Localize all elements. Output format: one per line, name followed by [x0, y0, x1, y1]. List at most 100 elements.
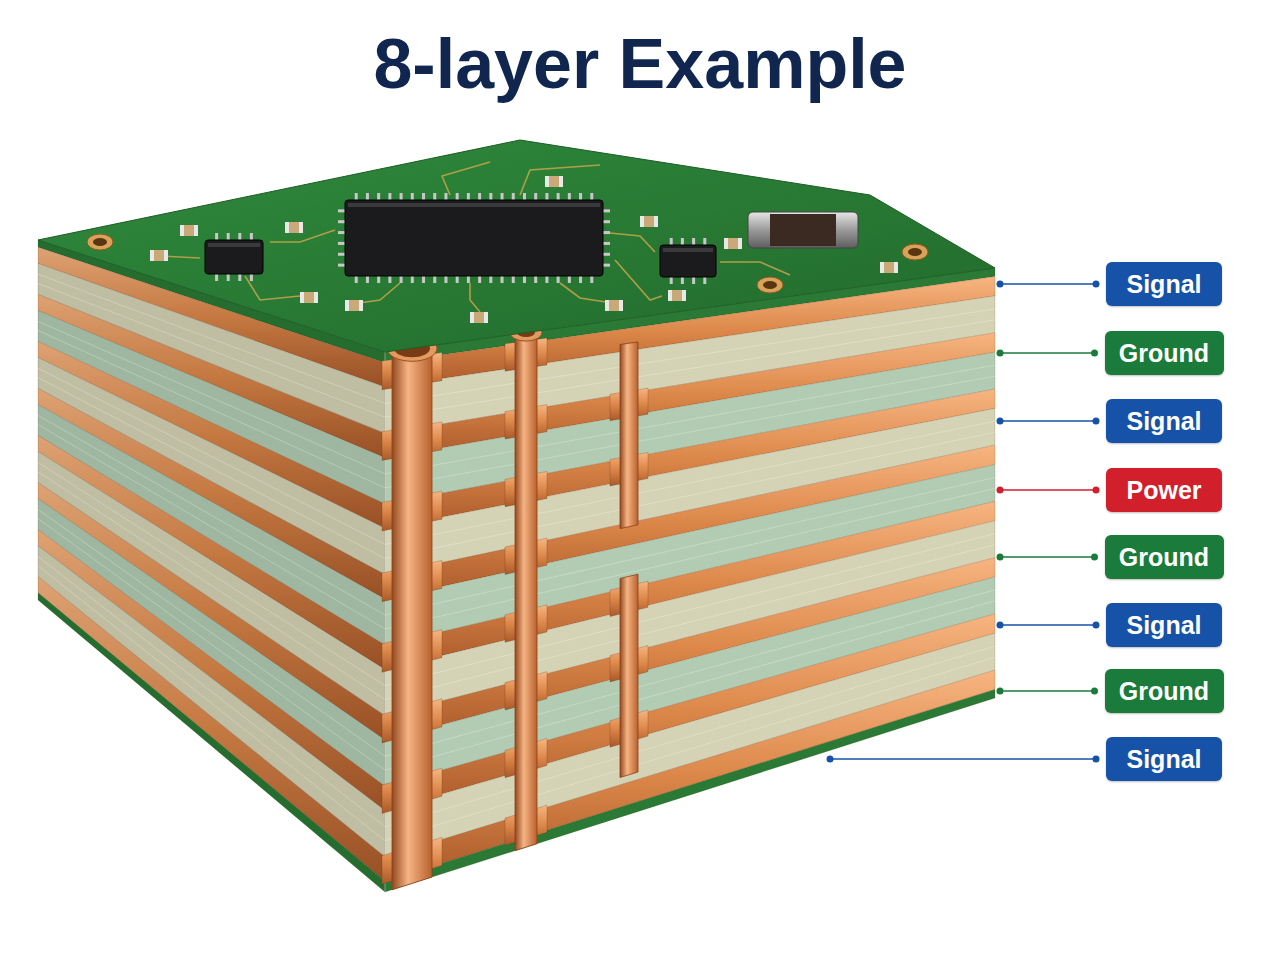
left-face: [38, 240, 385, 892]
smd-body: [300, 292, 318, 303]
smd-body: [470, 312, 488, 323]
board-top: [38, 140, 995, 352]
small-ic: [205, 233, 263, 281]
via-barrel: [620, 574, 638, 777]
mounting-hole: [87, 234, 113, 250]
smd-body: [668, 290, 686, 301]
smd-end: [470, 312, 474, 323]
smd-component: [880, 262, 898, 273]
leader-dot: [1091, 688, 1098, 695]
leader-dot: [997, 350, 1004, 357]
via-barrel: [515, 331, 537, 851]
layer-label-box: Ground: [1105, 535, 1224, 579]
smd-end: [150, 250, 154, 261]
pcb-stack: [38, 240, 995, 892]
smd-end: [164, 250, 168, 261]
microcontroller-chip: [338, 193, 610, 283]
smd-component: [470, 312, 488, 323]
small-ic: [660, 238, 716, 284]
leader-dot: [1093, 281, 1100, 288]
layer-label: Signal: [1126, 407, 1201, 436]
smd-component: [300, 292, 318, 303]
leader-dot: [997, 622, 1004, 629]
smd-end: [194, 225, 198, 236]
copper-trace: [470, 283, 480, 312]
smd-component: [605, 300, 623, 311]
layer-label-box: Power: [1106, 468, 1222, 512]
layer-label-box: Ground: [1105, 331, 1224, 375]
smd-end: [559, 176, 563, 187]
smd-end: [682, 290, 686, 301]
leader-dot: [997, 418, 1004, 425]
smd-end: [738, 238, 742, 249]
smd-component: [545, 176, 563, 187]
copper-trace: [615, 260, 662, 300]
copper-trace: [245, 276, 300, 300]
smd-body: [180, 225, 198, 236]
layer-label-box: Signal: [1106, 262, 1222, 306]
leader-dot: [997, 688, 1004, 695]
mounting-hole-bore: [908, 248, 922, 256]
smd-component: [724, 238, 742, 249]
smd-end: [285, 222, 289, 233]
smd-end: [545, 176, 549, 187]
smd-end: [484, 312, 488, 323]
smd-end: [300, 292, 304, 303]
leader-dot: [1093, 756, 1100, 763]
mounting-hole-bore: [93, 238, 107, 246]
copper-trace: [720, 262, 790, 275]
crystal-component: [748, 212, 858, 248]
copper-trace: [560, 283, 606, 302]
leader-dot: [997, 554, 1004, 561]
crystal-body: [748, 212, 858, 248]
right-face: [385, 268, 995, 892]
via-barrel: [392, 346, 432, 890]
ic-body: [205, 240, 263, 274]
smd-body: [345, 300, 363, 311]
smd-end: [299, 222, 303, 233]
smd-end: [724, 238, 728, 249]
smd-component: [640, 216, 658, 227]
crystal-cap: [770, 214, 836, 246]
smd-end: [345, 300, 349, 311]
ic-body: [660, 245, 716, 277]
layer-label: Power: [1126, 476, 1201, 505]
layer-label: Signal: [1126, 745, 1201, 774]
smd-end: [668, 290, 672, 301]
leader-dot: [1093, 487, 1100, 494]
ic-highlight: [663, 248, 713, 252]
leader-line: [1000, 420, 1096, 422]
smd-component: [180, 225, 198, 236]
diagram-title: 8-layer Example: [0, 26, 1280, 103]
smd-component: [285, 222, 303, 233]
leader-dot: [997, 487, 1004, 494]
vias: [382, 324, 648, 890]
layer-label-box: Signal: [1106, 399, 1222, 443]
smd-end: [640, 216, 644, 227]
ic-body: [345, 200, 603, 276]
smd-component: [150, 250, 168, 261]
layer-label: Signal: [1126, 611, 1201, 640]
layer-label-box: Ground: [1105, 669, 1224, 713]
left-shade: [38, 240, 385, 892]
mounting-hole: [757, 277, 783, 293]
layer-label: Ground: [1119, 339, 1209, 368]
smd-end: [180, 225, 184, 236]
layer-label-box: Signal: [1106, 737, 1222, 781]
leader-dot: [1093, 418, 1100, 425]
copper-trace: [442, 162, 490, 195]
leader-line: [830, 758, 1096, 760]
smd-end: [605, 300, 609, 311]
smd-body: [605, 300, 623, 311]
via-barrel: [620, 342, 638, 529]
leader-line: [1000, 352, 1095, 354]
smd-end: [654, 216, 658, 227]
smd-end: [314, 292, 318, 303]
layer-label: Ground: [1119, 543, 1209, 572]
smd-end: [359, 300, 363, 311]
mounting-hole-bore: [763, 281, 777, 289]
smd-component: [668, 290, 686, 301]
smd-body: [150, 250, 168, 261]
smd-component: [345, 300, 363, 311]
